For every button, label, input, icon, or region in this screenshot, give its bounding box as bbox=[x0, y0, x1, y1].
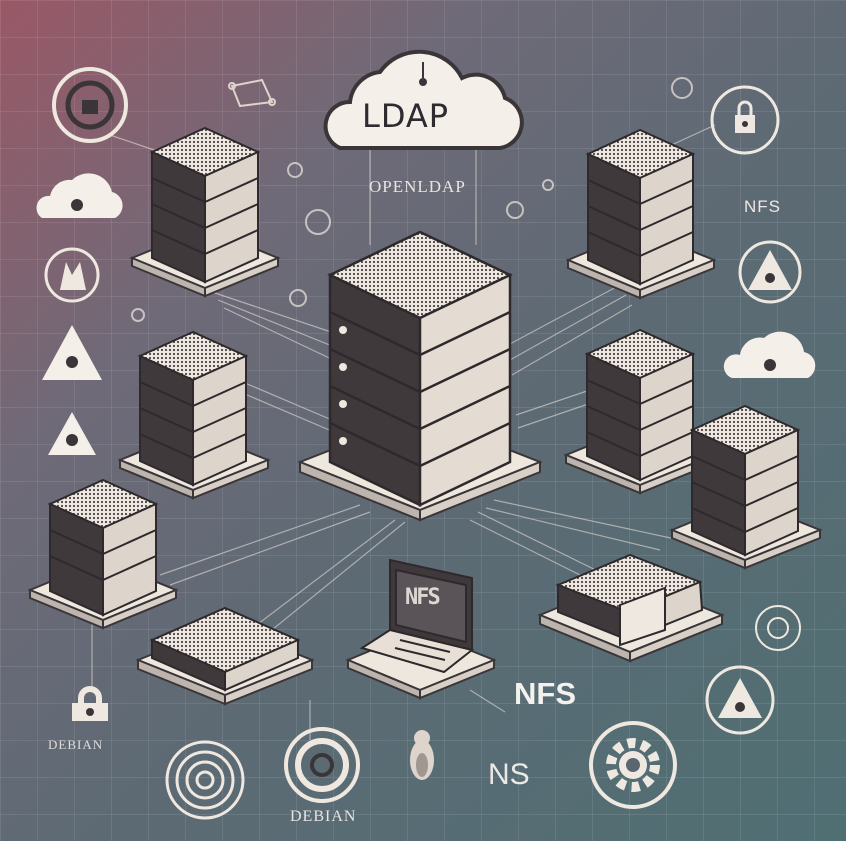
server-mid-right bbox=[584, 328, 696, 482]
nfs-label-center: NFS bbox=[514, 676, 576, 711]
laptop-screen-text: NFS bbox=[405, 585, 441, 610]
padlock-badge-icon bbox=[710, 85, 780, 155]
ethernet-icon bbox=[228, 78, 276, 108]
flat-appliance bbox=[149, 606, 301, 692]
server-far-right bbox=[689, 404, 801, 557]
debian-label: DEBIAN bbox=[290, 808, 357, 825]
warning-badge-icon bbox=[705, 665, 775, 735]
nfs-label-right: NFS bbox=[744, 197, 781, 216]
mask-icon bbox=[44, 247, 100, 303]
server-top-right bbox=[585, 128, 696, 286]
ldap-cloud bbox=[323, 49, 524, 150]
open-box-device bbox=[555, 553, 704, 647]
cloud-lock-icon bbox=[36, 173, 123, 218]
decor-dots bbox=[131, 77, 693, 322]
server-mid-left bbox=[137, 330, 249, 487]
connection-lines bbox=[91, 124, 716, 740]
ldap-cloud-label: LDAP bbox=[362, 97, 450, 135]
lock-badge-icon bbox=[52, 67, 128, 143]
ns-label: NS bbox=[488, 758, 530, 791]
target-icon bbox=[284, 727, 360, 803]
warning-right-icon bbox=[738, 240, 802, 304]
padlock-icon bbox=[72, 686, 108, 721]
openldap-label: OPENLDAP bbox=[369, 177, 466, 196]
warning-icon bbox=[42, 325, 102, 380]
laptop bbox=[359, 558, 475, 674]
spiral-icon bbox=[165, 740, 245, 820]
server-top-left bbox=[149, 126, 261, 284]
penguin-icon bbox=[410, 730, 434, 780]
cloud-icon bbox=[723, 331, 816, 378]
debian-label-left: DEBIAN bbox=[48, 737, 104, 752]
main-server bbox=[327, 230, 513, 507]
gear-icon bbox=[589, 721, 677, 809]
power-icon bbox=[755, 605, 801, 651]
warning-lock-icon bbox=[48, 412, 96, 455]
server-lower-left bbox=[47, 478, 159, 617]
